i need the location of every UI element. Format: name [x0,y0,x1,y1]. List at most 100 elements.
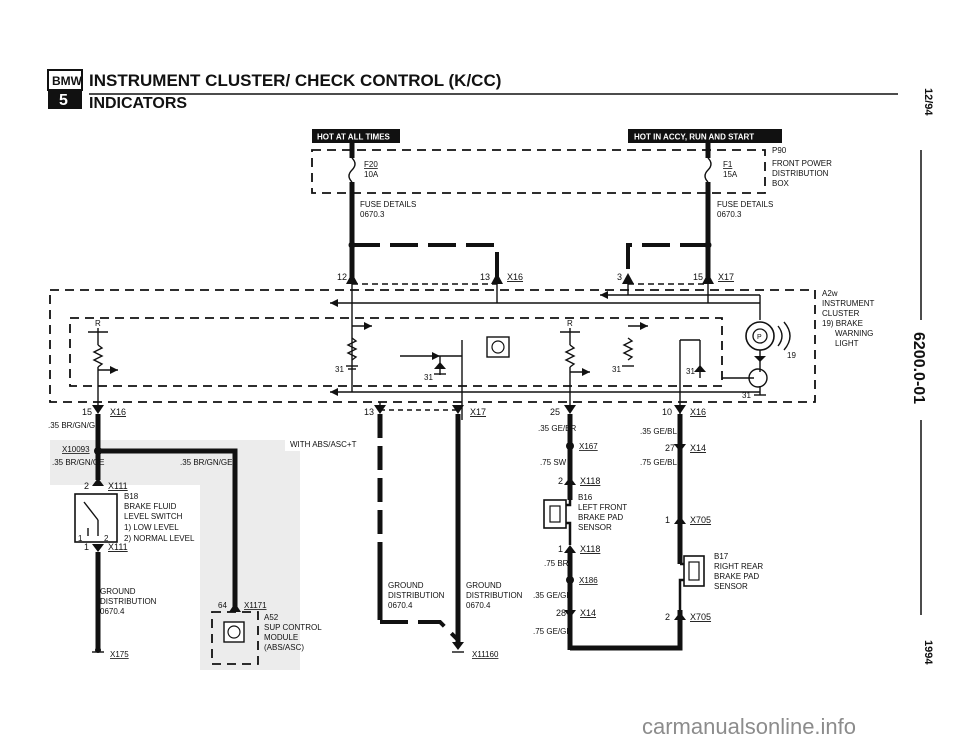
side-margin: 12/94 6200.0-01 1994 [910,88,934,665]
ground-31-c: 31 [612,365,621,374]
splice-x167: X167 [579,442,598,451]
connector-x111-bottom: X111 [108,542,128,552]
splice-x10093: X10093 [62,445,90,454]
connector-x175: X175 [110,650,129,659]
pin-10: 10 [662,407,672,417]
a52-desc-2: MODULE [264,633,298,642]
pin-64: 64 [218,601,227,610]
b17-desc-2: BRAKE PAD [714,572,759,581]
pin-2-left: 2 [84,481,89,491]
pin-15-top: 15 [693,272,703,282]
ground2-line3: 0670.4 [388,601,413,610]
ground1-line2: DISTRIBUTION [100,597,157,606]
fuse-box-p90 [311,143,766,250]
pin-28: 28 [556,608,566,618]
ground1-line3: 0670.4 [100,607,125,616]
connector-x16-top: X16 [507,272,523,282]
pin-13: 13 [480,272,490,282]
switch-pos-2: 2 [104,534,109,543]
wire-label-1: .35 BR/GN/GE [48,421,100,430]
page-subtitle: INDICATORS [89,95,187,112]
connector-x118-bottom: X118 [580,544,600,554]
wire-label-4: .35 GE/BR [538,424,576,433]
ground2-line1: GROUND [388,581,424,590]
connector-x16-right: X16 [690,407,706,417]
p90-desc-line3: BOX [772,179,790,188]
wire-label-10: .75 GE/GN [533,627,572,636]
wire-label-7: .75 GE/BL [640,458,677,467]
pin-3: 3 [617,272,622,282]
ground1-line1: GROUND [100,587,136,596]
abs-module-icon [223,621,245,643]
logo-top-text: BMW [52,74,83,88]
pin-27: 27 [665,443,675,453]
wire-label-9: .35 GE/GN [533,591,572,600]
ground-31-e: 31 [742,391,751,400]
side-date: 12/94 [922,88,934,116]
connector-x705-top: X705 [690,515,711,525]
with-abs-asc-label: WITH ABS/ASC+T [290,440,357,449]
b17-desc-3: SENSOR [714,582,748,591]
b18-desc-2: LEVEL SWITCH [124,512,183,521]
b16-desc-2: BRAKE PAD [578,513,623,522]
instrument-cluster-boundary [49,289,816,403]
a52-desc-3: (ABS/ASC) [264,643,304,652]
cluster-desc-5: LIGHT [835,339,859,348]
connector-x1171: X1171 [244,601,267,610]
a52-id: A52 [264,613,279,622]
cluster-desc-1: INSTRUMENT [822,299,875,308]
p90-desc-line2: DISTRIBUTION [772,169,829,178]
pin-1-left: 1 [84,542,89,552]
switch-pos-1: 1 [78,534,83,543]
ground3-line3: 0670.4 [466,601,491,610]
watermark: carmanualsonline.info [642,714,856,739]
pin-15-bottom: 15 [82,407,92,417]
pin-19: 19 [787,351,796,360]
wire-label-8: .75 BR [544,559,569,568]
pin-1-b16: 1 [558,544,563,554]
cluster-id-a2w: A2w [822,289,838,298]
fuse-f20-amp: 10A [364,170,379,179]
left-front-pad-sensor-b16 [543,499,567,529]
connector-x16-left: X16 [110,407,126,417]
wire-label-2: .35 BR/GN/GE [52,458,104,467]
connector-x11160: X11160 [472,650,499,659]
fuse-ref-2: 0670.3 [717,210,742,219]
resistor-r1-label: R [95,319,101,328]
hot-at-all-times-box [312,129,400,143]
ground-31-a: 31 [335,365,344,374]
connector-x14-bottom: X14 [580,608,596,618]
wire-label-5: .35 GE/BL [640,427,677,436]
b17-id: B17 [714,552,729,561]
b18-desc-1: BRAKE FLUID [124,502,177,511]
wire-label-3: .35 BR/GN/GE [180,458,232,467]
resistor-r2-label: R [567,319,573,328]
side-doc-code: 6200.0-01 [910,332,927,404]
abs-module-a52 [211,611,259,665]
connector-x705-bottom: X705 [690,612,711,622]
ground3-line2: DISTRIBUTION [466,591,523,600]
page-title: INSTRUMENT CLUSTER/ CHECK CONTROL (K/CC) [89,71,501,90]
fuse-f1-label: F1 [723,160,733,169]
ground3-line1: GROUND [466,581,502,590]
bmw-5-logo: BMW 5 [47,69,83,109]
fuse-details-2: FUSE DETAILS [717,200,773,209]
fuse-f20-label: F20 [364,160,378,169]
p90-id: P90 [772,146,787,155]
pin-2-b17: 2 [665,612,670,622]
pin-2-right: 2 [558,476,563,486]
connector-x118-top: X118 [580,476,600,486]
hot-at-all-times-label: HOT AT ALL TIMES [317,133,391,142]
b18-desc-4: 2) NORMAL LEVEL [124,534,195,543]
ground-31-d: 31 [686,367,695,376]
cluster-desc-3: 19) BRAKE [822,319,863,328]
b18-desc-3: 1) LOW LEVEL [124,523,179,532]
b16-desc-1: LEFT FRONT [578,503,627,512]
pin-13-bottom: 13 [364,407,374,417]
splice-x186: X186 [579,576,598,585]
pin-1-right: 1 [665,515,670,525]
b18-id: B18 [124,492,139,501]
hot-in-accy-box [628,129,782,143]
cluster-desc-2: CLUSTER [822,309,860,318]
